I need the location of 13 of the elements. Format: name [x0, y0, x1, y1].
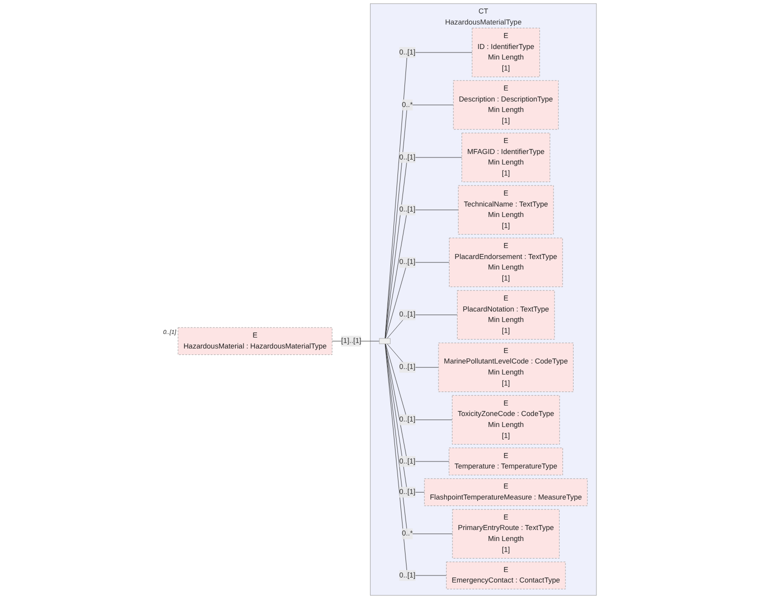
connector — [385, 210, 459, 339]
connector — [385, 262, 450, 339]
connector — [384, 52, 472, 339]
connector — [384, 104, 454, 339]
connector — [385, 344, 452, 420]
connector — [386, 314, 458, 339]
connector — [385, 344, 450, 462]
connector — [386, 344, 439, 368]
connector — [384, 344, 447, 576]
connector — [384, 157, 462, 339]
connector — [384, 344, 425, 492]
connector — [384, 344, 453, 534]
node-bar — [379, 338, 390, 344]
